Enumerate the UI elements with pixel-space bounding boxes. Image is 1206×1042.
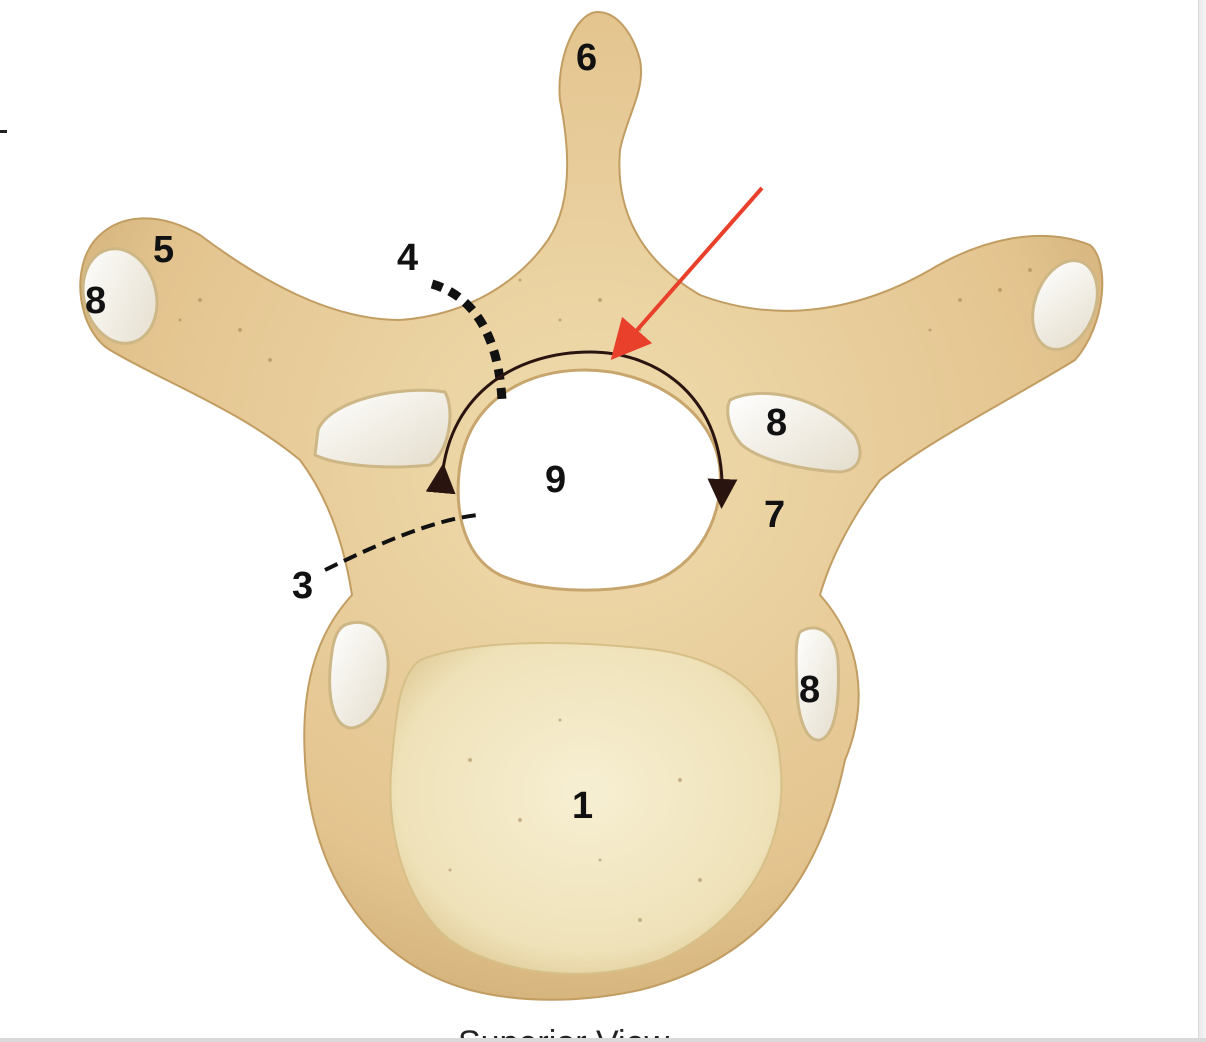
facet-superior-left <box>313 388 452 469</box>
window-edge-right <box>1198 0 1206 1042</box>
double-headed-arc <box>425 350 738 509</box>
caption: Superior View <box>458 1024 669 1042</box>
label-spinous-process: 6 <box>576 37 597 79</box>
edge-tick-mark <box>0 130 7 133</box>
label-facet-transverse-left: 8 <box>85 280 106 322</box>
vertebral-foramen <box>456 368 722 592</box>
label-facet-body-right: 8 <box>799 669 820 711</box>
facet-transverse-left <box>81 247 159 345</box>
label-lamina: 4 <box>397 237 418 279</box>
facet-superior-right <box>726 391 862 474</box>
label-vertebral-body: 1 <box>572 785 593 827</box>
label-facet-superior-right: 8 <box>766 402 787 444</box>
vertebral-body-surface <box>389 642 783 975</box>
label-pedicle: 3 <box>292 565 313 607</box>
label-transverse-process: 5 <box>153 229 174 271</box>
facet-transverse-right <box>1031 259 1099 351</box>
label-superior-articular-process: 7 <box>764 494 785 536</box>
facet-body-left <box>328 620 390 730</box>
window-edge-bottom <box>0 1038 1206 1042</box>
facet-body-right <box>794 626 840 742</box>
red-pointer-arrow <box>610 186 764 361</box>
label-vertebral-foramen: 9 <box>545 459 566 501</box>
